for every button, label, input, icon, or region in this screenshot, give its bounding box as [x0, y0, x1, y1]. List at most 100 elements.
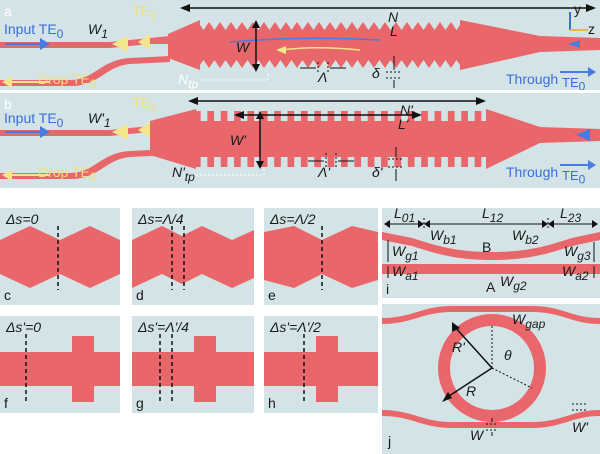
panel-g: Δs'=Λ'/4 g: [132, 316, 254, 413]
panel-i: L01 L12 L23 Wb1 Wb2 Wg1 Wg2 Wg3 Wa1 Wa2 …: [382, 208, 600, 298]
through-arrow-head: [568, 40, 580, 48]
wa2-label: Wa2: [562, 263, 589, 283]
bus-waveguide-a: [382, 264, 600, 274]
taper-in: [150, 109, 196, 169]
through-label: Through: [506, 164, 559, 180]
panel-c: Δs=0 c: [0, 208, 120, 305]
panel-letter: c: [4, 287, 11, 303]
te1-label: TE1: [132, 3, 157, 23]
lambda-label: Λ: [318, 69, 328, 85]
waveguide-b: [382, 232, 600, 260]
w-label: W: [470, 427, 484, 443]
panel-letter: f: [4, 395, 8, 411]
taper-out: [486, 109, 600, 169]
delta-label: δ': [372, 164, 383, 180]
te1-arrow-head-2: [138, 34, 150, 50]
panel-letter: e: [268, 287, 276, 303]
panel-j: Wgap R' R θ W W' j: [382, 304, 600, 454]
ntp-label: N'tp: [172, 164, 195, 184]
w1-label: W1: [88, 21, 108, 41]
top-bus-waveguide: [382, 306, 600, 324]
delta-marker: [386, 71, 402, 79]
panel-letter: a: [4, 3, 12, 19]
panel-b-drawing: [0, 97, 600, 181]
input-label: Input TE0: [4, 21, 64, 41]
shift-label: Δs=Λ/4: [138, 211, 184, 227]
l23-label: L23: [560, 208, 582, 225]
r-inner-arrow: [445, 367, 493, 399]
panel-letter: b: [4, 96, 12, 112]
theta-label: θ: [504, 347, 512, 363]
drop-label: Drop TE0: [38, 71, 97, 90]
reflect-arrow-yellow-head: [276, 46, 286, 54]
w2-label: W': [572, 419, 588, 435]
drop-waveguide: [0, 56, 170, 86]
waveguide-a-label: A: [486, 279, 496, 295]
panel-letter: h: [268, 395, 276, 411]
panel-letter: j: [388, 433, 392, 449]
ntp-bracket: [200, 74, 269, 81]
wb2-label: Wb2: [512, 227, 539, 247]
panel-e: Δs=Λ/2 e: [264, 208, 378, 305]
shift-label: Δs'=Λ'/4: [138, 319, 189, 335]
w-label: W: [236, 39, 250, 55]
through-label: Through: [506, 71, 559, 87]
input-arrow-head: [40, 38, 50, 50]
panel-letter: i: [386, 281, 390, 297]
cross-waveguide: [264, 336, 378, 402]
w-label: W': [230, 132, 246, 148]
l01-label: L01: [394, 208, 416, 225]
r-outer-arrow: [453, 325, 493, 369]
bottom-bus-waveguide: [382, 410, 600, 428]
l12-label: L12: [482, 208, 504, 225]
delta-label: δ: [372, 65, 380, 81]
panel-h: Δs'=Λ'/2 h: [264, 316, 378, 413]
shift-label: Δs'=Λ'/2: [270, 319, 321, 335]
cross-waveguide: [0, 336, 120, 402]
panel-letter: d: [136, 287, 144, 303]
n-label: N': [400, 102, 413, 118]
lambda-label: Λ': [318, 164, 331, 180]
wg3-label: Wg3: [564, 243, 591, 263]
zigzag-waveguide: [0, 226, 120, 288]
drop-label: Drop TE0: [38, 164, 97, 184]
axis-y-label: y: [574, 1, 581, 17]
grating-body: [194, 111, 488, 167]
wg1-label: Wg1: [392, 243, 419, 263]
l-label: L: [390, 23, 398, 39]
zigzag-waveguide: [132, 226, 254, 288]
cross-waveguide: [132, 336, 254, 402]
te0-label: TE0: [562, 75, 586, 90]
te0-label: TE0: [562, 168, 586, 187]
panel-d: Δs=Λ/4 d: [132, 208, 254, 305]
shift-label: Δs'=0: [6, 319, 42, 335]
zigzag-waveguide: [264, 226, 378, 288]
ntp-label: Ntp: [178, 71, 199, 90]
w1-label: W'1: [88, 110, 111, 130]
taper-out: [460, 20, 600, 70]
input-label: Input TE0: [4, 110, 64, 130]
ntp-bracket: [196, 169, 265, 176]
n-label: N: [388, 9, 399, 25]
r-inner-label: R: [466, 383, 477, 399]
wg2-label: Wg2: [500, 273, 527, 293]
lambda-marker: [317, 62, 329, 74]
wa1-label: Wa1: [392, 263, 419, 283]
te1-arrow-head: [112, 36, 128, 52]
drop-waveguide: [0, 149, 170, 179]
drop-arrow-head: [2, 76, 12, 88]
waveguide-b-label: B: [482, 239, 492, 255]
panel-a-drawing: [0, 4, 600, 88]
te1-label: TE1: [132, 94, 157, 114]
panel-letter: g: [136, 395, 144, 411]
grating-body: [198, 22, 462, 68]
ring-resonator: [438, 314, 546, 422]
taper-in: [168, 20, 200, 70]
shift-label: Δs=Λ/2: [270, 211, 316, 227]
wb1-label: Wb1: [430, 227, 457, 247]
l-label: L': [398, 116, 409, 132]
axis-z-label: z: [588, 21, 595, 37]
wgap-label: Wgap: [512, 311, 546, 331]
panel-f: Δs'=0 f: [0, 316, 120, 413]
panel-b: b Input TE0 W'1 TE1 Drop TE0 W' N' L' Λ'…: [0, 93, 600, 188]
